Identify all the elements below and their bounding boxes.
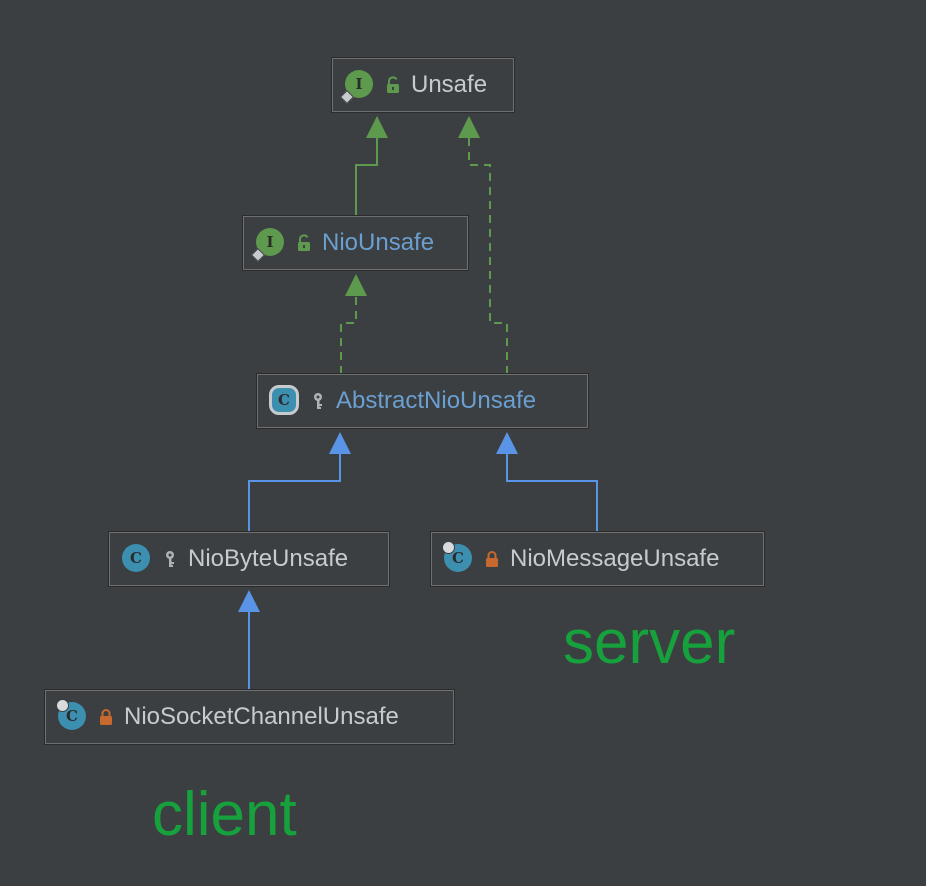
edge-abstractniounsafe-to-niounsafe	[340, 274, 367, 374]
locked-icon	[486, 551, 498, 567]
arrowhead	[345, 274, 367, 296]
node-unsafe[interactable]: I Unsafe	[332, 58, 514, 112]
edge-abstractniounsafe-to-unsafe	[458, 116, 508, 374]
node-niomessageunsafe-label: NioMessageUnsafe	[510, 545, 720, 572]
interface-icon: I	[250, 228, 286, 263]
node-niosocketchannelunsafe-label: NioSocketChannelUnsafe	[124, 703, 399, 730]
edge-niosocketchannelunsafe-to-niobyteunsafe	[238, 590, 260, 690]
class-icon: C	[122, 544, 152, 574]
abstract-class-icon: C	[269, 385, 300, 416]
edge-niobyteunsafe-to-abstractniounsafe	[248, 432, 351, 532]
server-annotation: server	[563, 608, 736, 677]
node-niounsafe[interactable]: I NioUnsafe	[243, 216, 468, 270]
node-niomessageunsafe[interactable]: C NioMessageUnsafe	[431, 532, 764, 586]
interface-icon: I	[339, 70, 375, 105]
arrowhead	[458, 116, 480, 138]
edge-niounsafe-to-unsafe	[355, 116, 388, 216]
node-niobyteunsafe[interactable]: C NioByteUnsafe	[109, 532, 389, 586]
key-icon	[314, 393, 322, 409]
open-lock-icon	[298, 234, 310, 251]
inner-class-icon: C	[442, 541, 474, 574]
arrowhead	[496, 432, 518, 454]
node-unsafe-label: Unsafe	[411, 71, 488, 98]
inner-class-icon: C	[56, 699, 88, 732]
arrowhead	[238, 590, 260, 612]
arrowhead	[366, 116, 388, 138]
node-niounsafe-label: NioUnsafe	[322, 229, 435, 256]
node-niosocketchannelunsafe[interactable]: C NioSocketChannelUnsafe	[45, 690, 454, 744]
client-annotation: client	[152, 780, 297, 849]
key-icon	[166, 551, 174, 567]
open-lock-icon	[387, 76, 399, 93]
node-abstractniounsafe[interactable]: C AbstractNioUnsafe	[257, 374, 588, 428]
edge-niomessageunsafe-to-abstractniounsafe	[496, 432, 598, 532]
arrowhead	[329, 432, 351, 454]
node-abstractniounsafe-label: AbstractNioUnsafe	[336, 387, 537, 414]
locked-icon	[100, 709, 112, 725]
node-niobyteunsafe-label: NioByteUnsafe	[188, 545, 349, 572]
